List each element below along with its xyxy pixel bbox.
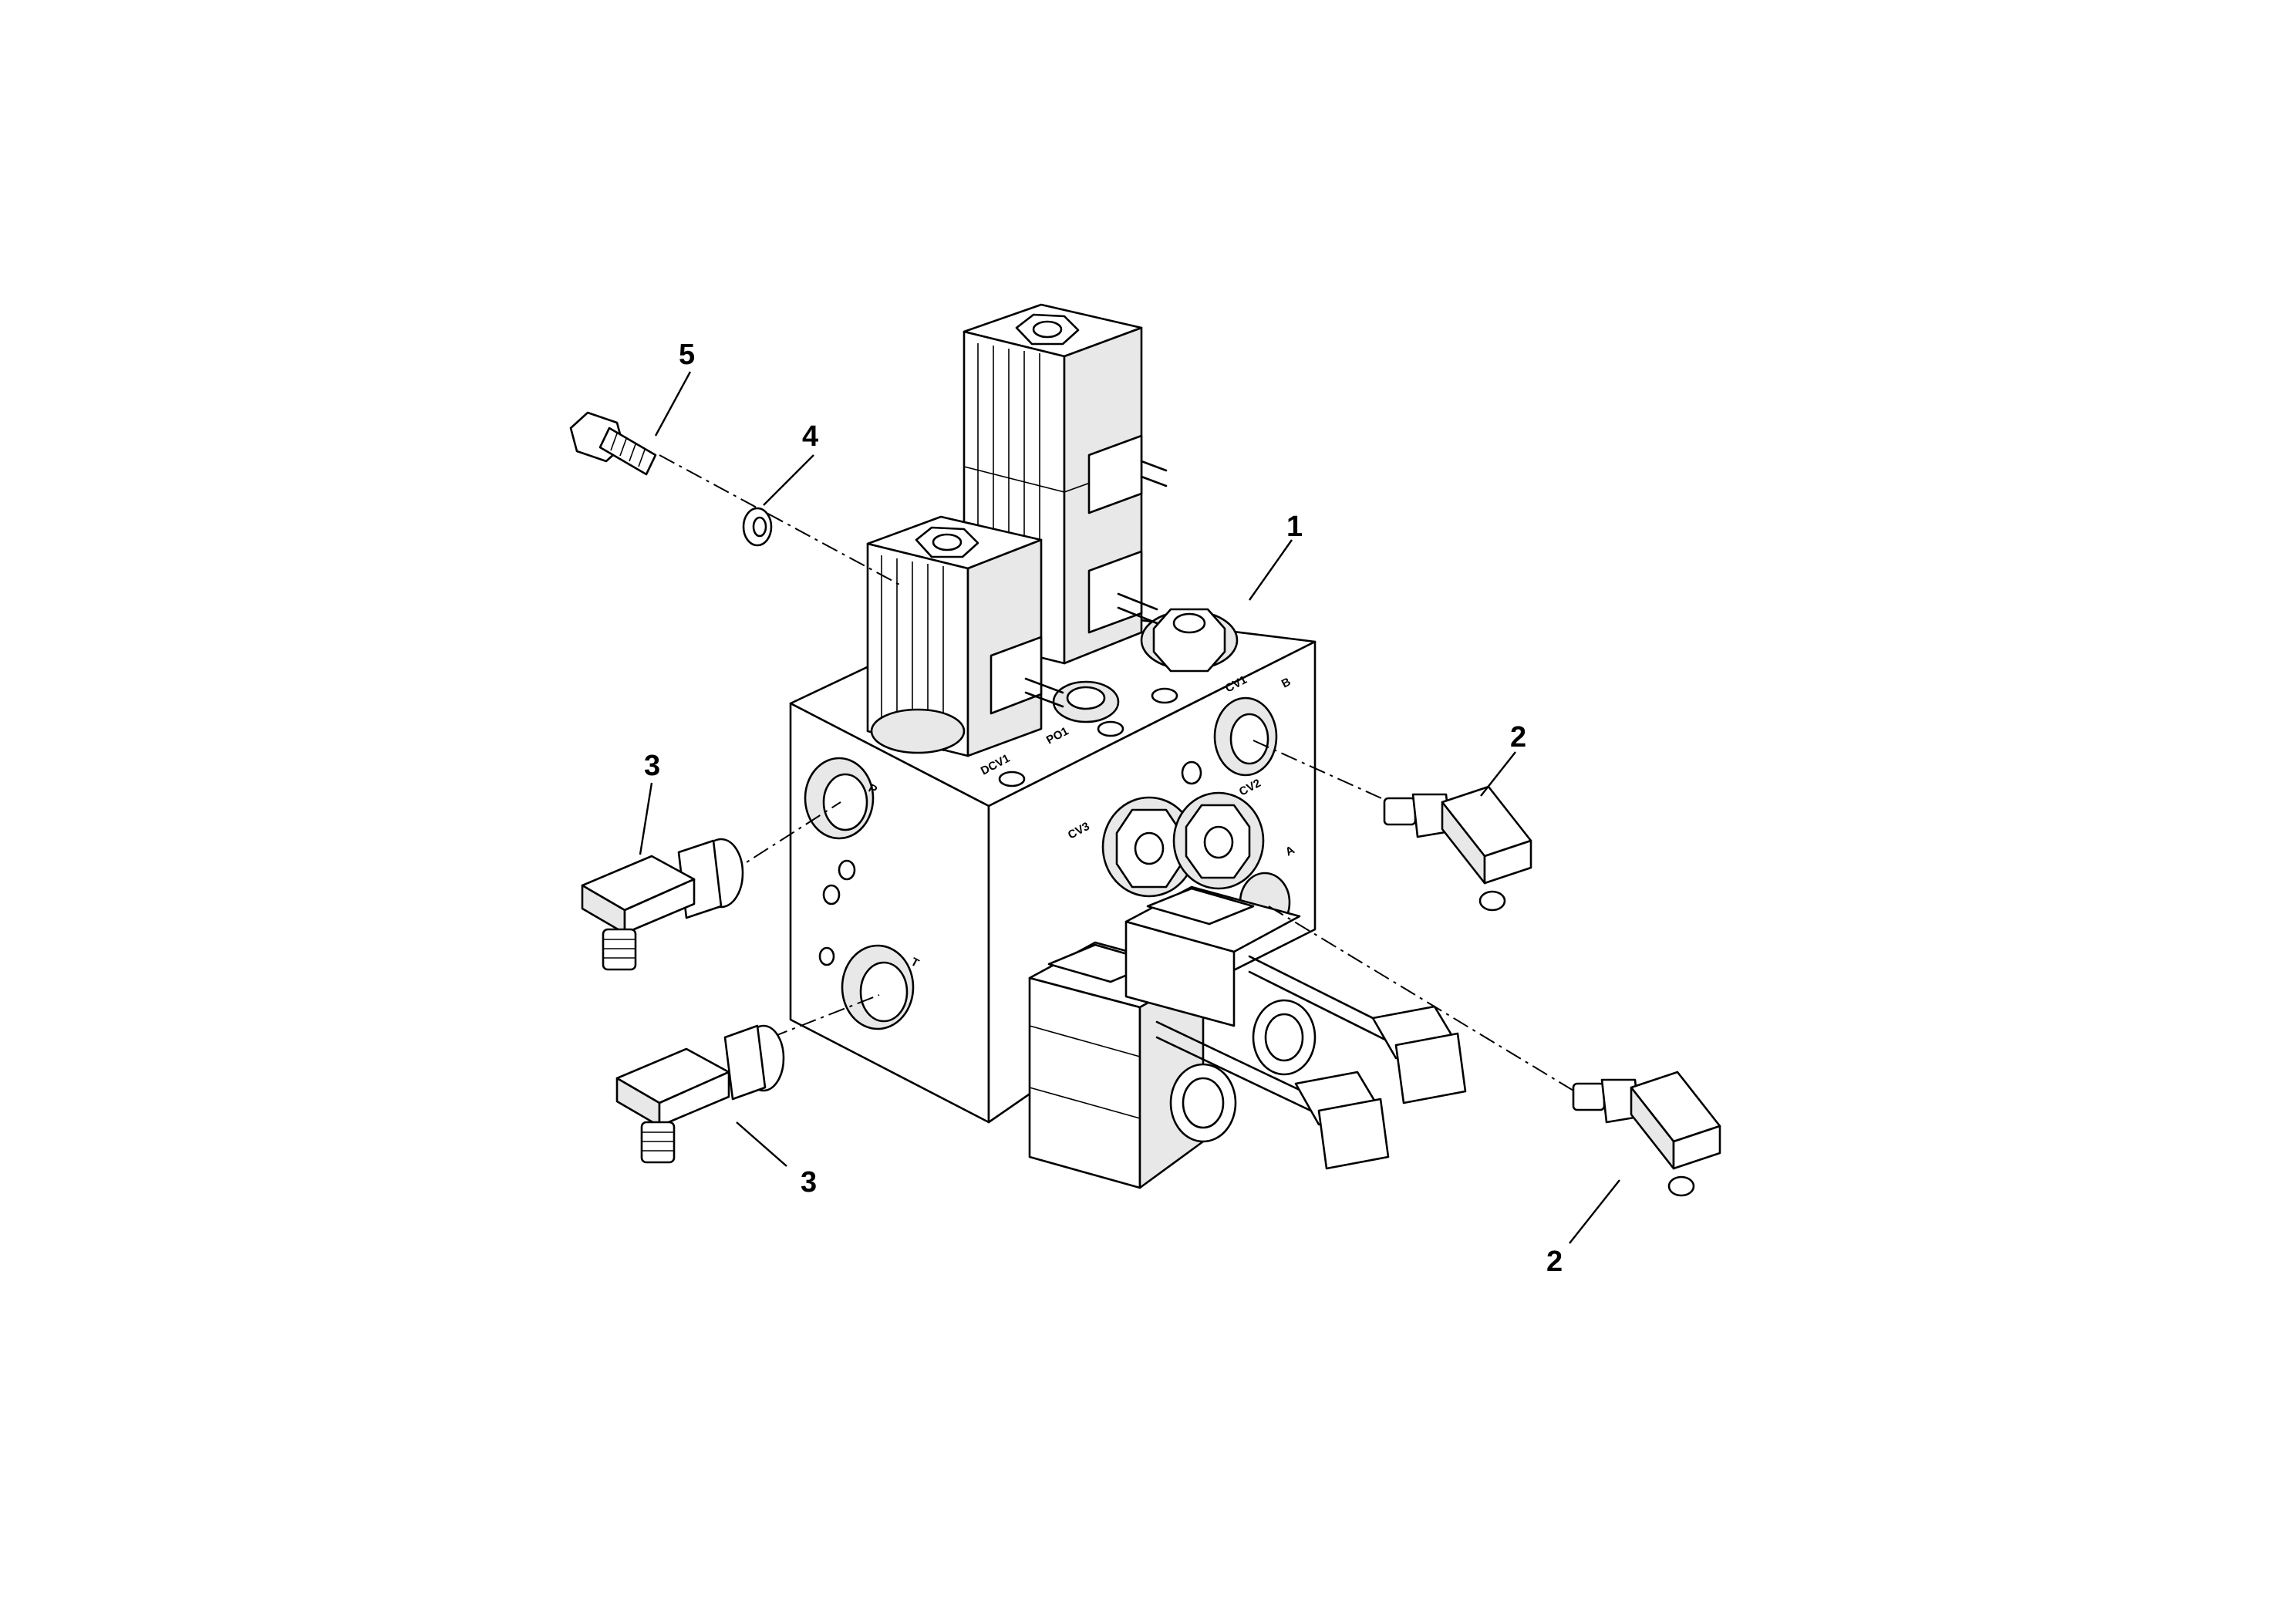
bolt [569,411,657,476]
cartridge-cv2 [1172,791,1265,890]
valve-block [789,602,1317,1124]
leader-line-1 [1249,539,1293,601]
cartridge-cv1 [1140,608,1239,673]
solenoid-coil-short [866,515,1064,757]
cartridge-po1 [1052,680,1120,723]
elbow-fitting-3-upper [581,838,744,971]
leader-line-2b [1569,1179,1620,1244]
callout-1: 1 [1286,511,1303,543]
proportional-valve-upper [1124,885,1467,1104]
elbow-fitting-2-upper [1383,785,1532,912]
elbow-fitting-3-lower [615,1024,785,1164]
callout-3-lower: 3 [801,1166,817,1199]
callout-2-upper: 2 [1510,721,1526,754]
leader-line-5 [654,371,692,437]
leader-line-3a [639,782,653,855]
callout-2-lower: 2 [1546,1246,1563,1278]
callout-4: 4 [802,420,818,453]
elbow-fitting-2-lower [1572,1071,1721,1197]
callout-5: 5 [679,339,695,371]
washer [742,507,773,547]
proportional-valve-lower [1028,941,1390,1189]
callout-3-upper: 3 [644,750,660,782]
leader-line-4 [763,454,814,506]
leader-line-3b [736,1121,787,1167]
leader-line-2a [1480,751,1516,797]
